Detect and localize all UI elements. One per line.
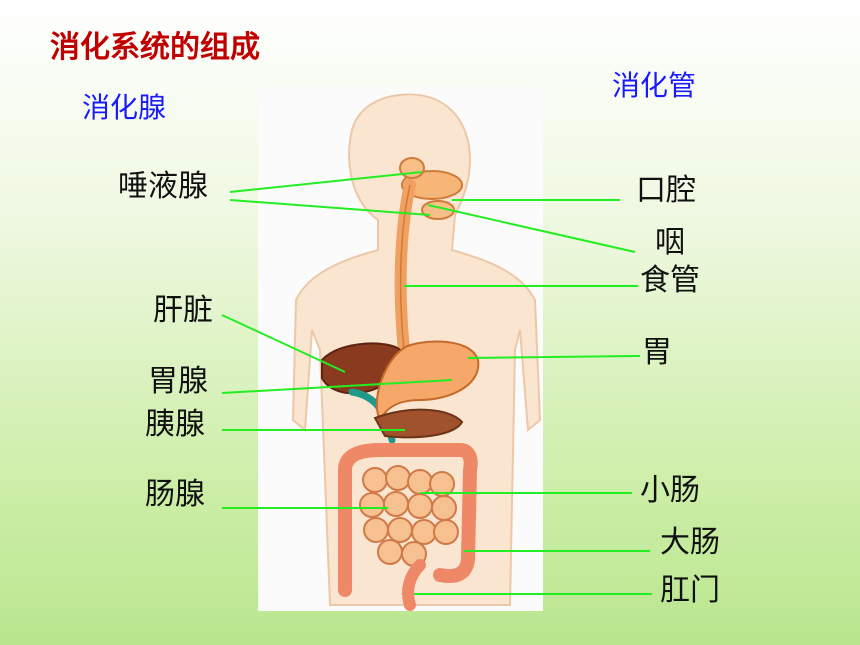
label-stomach: 胃: [642, 335, 672, 370]
label-pharynx: 咽: [655, 225, 685, 260]
rectum: [402, 559, 426, 611]
label-anus: 肛门: [660, 573, 720, 608]
digestive-tract-heading: 消化管: [612, 69, 697, 102]
leader-line-salivary-lower: [229, 199, 431, 216]
leader-line-salivary-upper: [229, 171, 423, 193]
label-gastric-gland: 胃腺: [148, 364, 208, 399]
leader-line-stomach: [467, 355, 641, 359]
label-small-intestine: 小肠: [640, 473, 700, 508]
page-title: 消化系统的组成: [50, 30, 260, 65]
leader-line-gastric: [221, 379, 453, 394]
label-mouth: 口腔: [636, 173, 696, 208]
label-liver: 肝脏: [153, 293, 213, 328]
label-pancreas: 胰腺: [145, 407, 205, 442]
label-salivary-gland: 唾液腺: [118, 169, 208, 204]
leader-line-liver: [221, 314, 346, 373]
small-intestine: [359, 465, 459, 567]
label-intestinal-gland: 肠腺: [145, 477, 205, 512]
digestive-glands-heading: 消化腺: [82, 91, 167, 124]
leader-line-pharynx: [427, 204, 636, 253]
label-esophagus: 食管: [640, 263, 700, 298]
salivary-gland-upper: [399, 157, 425, 179]
large-intestine: [338, 443, 478, 597]
label-large-intestine: 大肠: [660, 525, 720, 560]
